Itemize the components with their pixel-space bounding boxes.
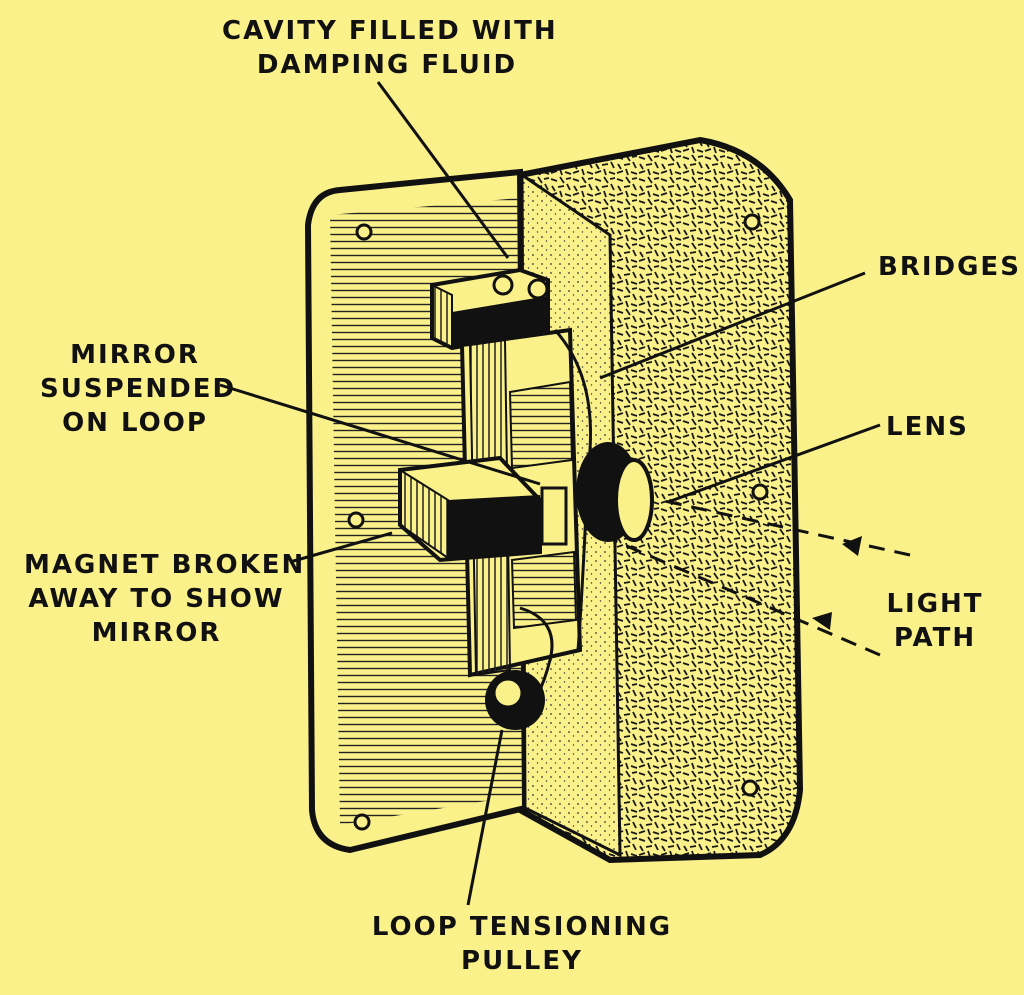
- label-bridges-text: BRIDGES: [878, 252, 1021, 282]
- label-magnet-line1: MAGNET BROKEN: [24, 550, 306, 580]
- label-light-path-line1: LIGHT: [886, 589, 984, 619]
- upper-bridge: [430, 267, 550, 351]
- label-mirror: MIRROR SUSPENDED ON LOOP: [40, 338, 237, 440]
- label-cavity-line1: CAVITY FILLED WITH: [222, 16, 558, 46]
- light-path-rays: [584, 498, 911, 657]
- label-light-path: LIGHT PATH: [885, 587, 985, 655]
- label-magnet: MAGNET BROKEN AWAY TO SHOW MIRROR: [24, 548, 306, 650]
- loop-tensioning-pulley: [485, 606, 554, 730]
- label-bridges: BRIDGES: [878, 250, 1021, 284]
- label-cavity: CAVITY FILLED WITH DAMPING FLUID: [222, 14, 558, 82]
- label-mirror-line3: ON LOOP: [62, 408, 208, 438]
- label-mirror-line2: SUSPENDED: [40, 374, 237, 404]
- magnet: [398, 455, 568, 563]
- label-pulley-line1: LOOP TENSIONING: [371, 912, 673, 942]
- label-pulley-line2: PULLEY: [461, 946, 583, 976]
- label-pulley: LOOP TENSIONING PULLEY: [362, 910, 682, 978]
- label-light-path-line2: PATH: [893, 623, 977, 653]
- label-mirror-line1: MIRROR: [70, 340, 200, 370]
- label-lens: LENS: [886, 410, 969, 444]
- leader-lines: [219, 81, 881, 906]
- screw-icons: [347, 213, 769, 831]
- label-magnet-line3: MIRROR: [91, 618, 222, 648]
- lens: [576, 442, 654, 542]
- label-lens-text: LENS: [886, 412, 969, 442]
- arrow-icons: [812, 536, 862, 630]
- label-magnet-line2: AWAY TO SHOW: [28, 584, 285, 614]
- label-cavity-line2: DAMPING FLUID: [256, 50, 518, 80]
